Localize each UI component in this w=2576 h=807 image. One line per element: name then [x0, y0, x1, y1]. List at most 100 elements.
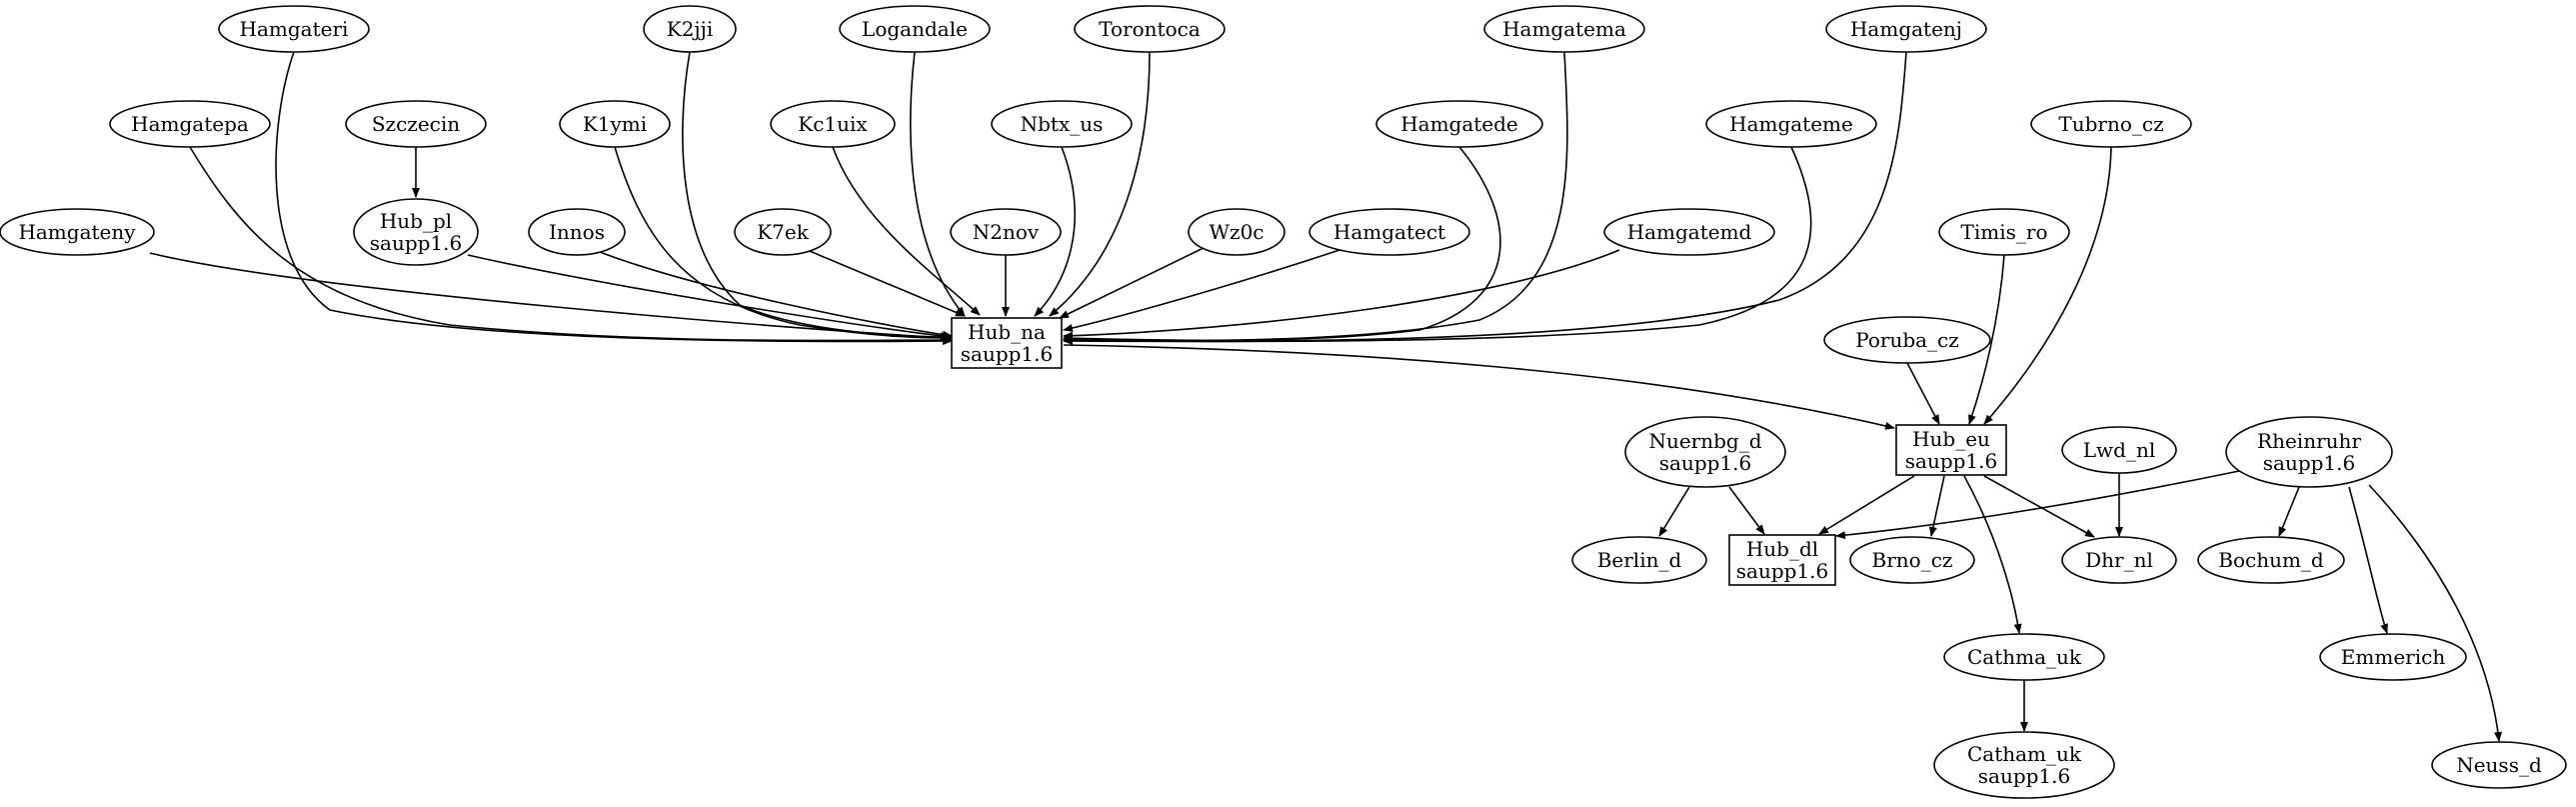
node-cathma_uk: Cathma_uk: [1943, 633, 2105, 681]
node-torontoca: Torontoca: [1074, 5, 1226, 53]
node-label: Hamgatema: [1502, 17, 1626, 41]
node-ellipse-shape: [1938, 208, 2070, 256]
node-sublabel: saupp1.6: [2263, 451, 2355, 475]
node-label: Hamgateri: [240, 17, 349, 41]
edge-innos-to-hub_na: [599, 251, 953, 339]
edges-layer: [149, 51, 2502, 742]
edge-hub_eu-to-brno_cz: [1928, 475, 1945, 537]
node-label: Kc1uix: [798, 112, 868, 136]
edge-rheinruhr-to-emmerich: [2348, 486, 2388, 634]
node-ellipse-shape: [1624, 416, 1786, 488]
edge-tubrno_cz-to-hub_eu: [1983, 146, 2112, 425]
node-ellipse-shape: [839, 5, 991, 53]
node-label: Dhr_nl: [2085, 548, 2153, 572]
node-label: Wz0c: [1209, 220, 1264, 244]
node-kc1uix: Kc1uix: [770, 100, 896, 148]
node-ellipse-shape: [1943, 633, 2105, 681]
node-sublabel: saupp1.6: [1659, 451, 1751, 475]
node-label: K7ek: [757, 220, 810, 244]
node-timis_ro: Timis_ro: [1938, 208, 2070, 256]
node-hamgatema: Hamgatema: [1483, 5, 1645, 53]
node-label: Hamgateny: [18, 220, 136, 244]
node-sublabel: saupp1.6: [1736, 559, 1828, 583]
node-ellipse-shape: [1483, 5, 1645, 53]
node-label: Hub_eu: [1912, 427, 1990, 451]
node-ellipse-shape: [1571, 536, 1707, 584]
node-label: Nbtx_us: [1021, 112, 1104, 136]
node-sublabel: saupp1.6: [1905, 449, 1997, 473]
node-tubrno_cz: Tubrno_cz: [2030, 100, 2192, 148]
node-ellipse-shape: [1849, 536, 1975, 584]
node-k2jji: K2jji: [643, 5, 737, 53]
node-szczecin: Szczecin: [345, 100, 487, 148]
node-ellipse-shape: [2061, 536, 2177, 584]
node-k1ymi: K1ymi: [559, 100, 671, 148]
edge-hub_na-to-hub_eu: [1063, 344, 1895, 430]
edge-wz0c-to-hub_na: [1059, 244, 1211, 319]
edge-nbtx_us-to-hub_na: [1034, 146, 1076, 317]
node-box-shape: [1895, 424, 2007, 476]
edge-poruba_cz-to-hub_eu: [1906, 362, 1940, 425]
node-brno_cz: Brno_cz: [1849, 536, 1975, 584]
node-ellipse-shape: [218, 5, 370, 53]
node-label: Cathma_uk: [1967, 645, 2082, 669]
node-emmerich: Emmerich: [2319, 633, 2467, 681]
node-hamgatepa: Hamgatepa: [109, 100, 271, 148]
node-berlin_d: Berlin_d: [1571, 536, 1707, 584]
node-bochum_d: Bochum_d: [2197, 536, 2345, 584]
node-ellipse-shape: [109, 100, 271, 148]
node-label: K2jji: [667, 17, 713, 41]
edge-rheinruhr-to-neuss_d: [2368, 484, 2502, 742]
node-ellipse-shape: [770, 100, 896, 148]
node-sublabel: saupp1.6: [370, 231, 462, 255]
edge-hamgatemd-to-hub_na: [1063, 249, 1620, 340]
node-box-shape: [1728, 534, 1836, 586]
node-ellipse-shape: [991, 100, 1133, 148]
edge-k1ymi-to-hub_na: [614, 146, 953, 342]
edge-hub_pl-to-hub_na: [467, 254, 951, 340]
edge-k7ek-to-hub_na: [804, 248, 966, 317]
edge-hamgateny-to-hub_na: [149, 252, 951, 342]
node-label: N2nov: [973, 220, 1040, 244]
node-ellipse-shape: [1603, 208, 1775, 256]
edge-timis_ro-to-hub_eu: [1968, 254, 2005, 425]
node-label: Nuernbg_d: [1648, 429, 1761, 453]
node-ellipse-shape: [734, 208, 832, 256]
edge-rheinruhr-to-bochum_d: [2278, 486, 2300, 537]
edge-hamgatect-to-hub_na: [1063, 249, 1340, 332]
node-label: Logandale: [862, 17, 968, 41]
node-label: Timis_ro: [1961, 220, 2048, 244]
node-label: Hub_pl: [380, 209, 452, 233]
node-ellipse-shape: [2319, 633, 2467, 681]
node-label: Hub_dl: [1746, 537, 1818, 561]
node-label: Hamgatect: [1333, 220, 1445, 244]
node-label: Brno_cz: [1872, 548, 1953, 572]
node-ellipse-shape: [2431, 741, 2567, 789]
node-ellipse-shape: [643, 5, 737, 53]
node-ellipse-shape: [1188, 208, 1286, 256]
edge-hamgatema-to-hub_na: [1063, 51, 1568, 344]
node-label: Berlin_d: [1597, 548, 1682, 572]
edge-torontoca-to-hub_na: [1049, 51, 1151, 317]
node-hamgateme: Hamgateme: [1705, 100, 1877, 148]
node-ellipse-shape: [1308, 208, 1470, 256]
node-box-shape: [951, 317, 1063, 369]
edge-hamgatenj-to-hub_na: [1063, 51, 1907, 346]
node-label: Tubrno_cz: [2058, 112, 2163, 136]
node-wz0c: Wz0c: [1188, 208, 1286, 256]
node-neuss_d: Neuss_d: [2431, 741, 2567, 789]
node-hamgatenj: Hamgatenj: [1825, 5, 1987, 53]
node-poruba_cz: Poruba_cz: [1823, 316, 1991, 364]
node-label: Hamgatede: [1400, 112, 1518, 136]
node-label: Neuss_d: [2456, 753, 2542, 777]
edge-hamgatepa-to-hub_na: [189, 146, 953, 345]
node-ellipse-shape: [0, 208, 155, 256]
